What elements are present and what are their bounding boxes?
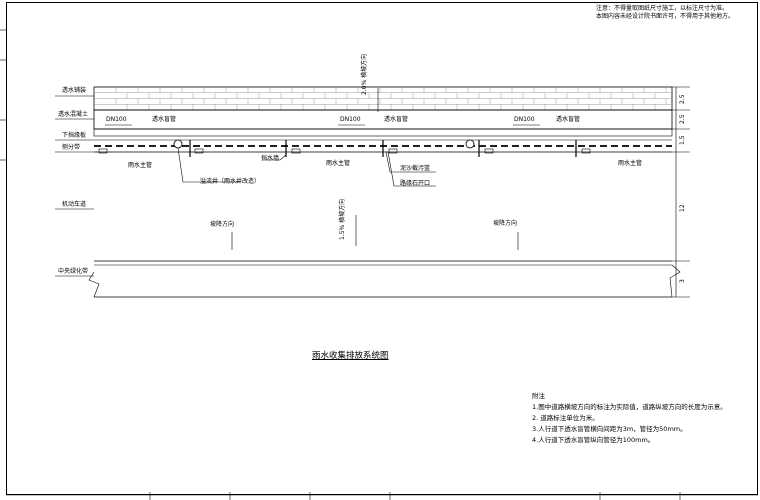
top-note-line-1: 注意：不得量取图纸尺寸施工，以标注尺寸为准。 <box>596 5 729 12</box>
drawing-frame <box>6 2 758 495</box>
leader-lines <box>55 95 436 277</box>
label-surface: 透水铺装 <box>62 87 87 94</box>
label-curb-opening: 路缘石开口 <box>400 180 431 187</box>
note-item: 3.人行道下透水盲管横向间距为3m，管径为50mm。 <box>532 425 687 433</box>
notes-block: 附注 1.图中道路横坡方向的标注为实际值，道路纵坡方向的长度为示意。 2. 道路… <box>532 391 727 446</box>
notes-heading: 附注 <box>532 392 545 400</box>
label-dn100-a: DN100 <box>106 116 127 123</box>
label-blind-pipe-b: 透水盲管 <box>384 116 409 123</box>
inlet-well-b <box>465 139 475 149</box>
label-concrete: 透水混凝土 <box>58 111 89 118</box>
label-blind-pipe-a: 透水盲管 <box>152 116 177 123</box>
label-curb: 下挡缘板 <box>62 132 87 139</box>
label-main-pipe-b: 雨水主管 <box>326 160 351 167</box>
label-blind-pipe-c: 透水盲管 <box>556 116 581 123</box>
label-dn100-b: DN100 <box>340 116 361 123</box>
inlet-boxes <box>98 148 591 154</box>
label-main-pipe-a: 雨水主管 <box>128 162 153 169</box>
dimension-2-5-a: 2.5 <box>679 94 686 104</box>
label-main-pipe-c: 雨水主管 <box>618 160 643 167</box>
note-item: 4.人行道下透水盲管纵向管径为100mm。 <box>532 436 655 444</box>
label-inlet-well: 溢流井（雨水井改造） <box>200 178 261 185</box>
label-median: 中央绿化带 <box>58 268 89 275</box>
label-sand-barrier: 泥沙截污篮 <box>400 165 431 172</box>
inlet-well-a <box>173 139 183 149</box>
dimension-12: 12 <box>679 204 686 212</box>
title-block <box>6 492 758 500</box>
base-layer <box>93 128 673 137</box>
note-item: 1.图中道路横坡方向的标注为实际值，道路纵坡方向的长度为示意。 <box>532 403 727 411</box>
slope-arrows <box>231 88 519 250</box>
wall-posts <box>189 140 577 157</box>
label-slope-direction-a: 坡降方向 <box>210 221 235 228</box>
break-mark-left <box>88 271 100 298</box>
label-side-strip: 侧分带 <box>62 144 81 151</box>
label-motor-lane: 机动车道 <box>62 201 87 208</box>
dimension-1-5: 1.5 <box>679 135 686 145</box>
label-slope-a: 2.0% 横坡方向 <box>361 53 368 95</box>
dimension-chain <box>672 86 690 298</box>
label-dn100-c: DN100 <box>514 116 535 123</box>
label-slope-direction-b: 坡降方向 <box>493 220 518 227</box>
label-slope-b: 1.5% 横坡方向 <box>339 198 346 240</box>
dimension-3: 3 <box>679 279 686 283</box>
dimension-2-5-b: 2.5 <box>679 114 686 124</box>
top-note: 注意：不得量取图纸尺寸施工，以标注尺寸为准。 本图内容未经设计院书面许可，不得用… <box>596 5 734 21</box>
concrete-layer <box>93 109 673 130</box>
top-note-line-2: 本图内容未经设计院书面许可，不得用于其他地方。 <box>596 13 735 20</box>
label-wall: 挡水墙 <box>261 155 280 162</box>
paving-band <box>93 86 673 111</box>
diagram-title: 雨水收集排放系统图 <box>312 351 389 361</box>
note-item: 2. 道路标注单位为米。 <box>532 414 599 422</box>
